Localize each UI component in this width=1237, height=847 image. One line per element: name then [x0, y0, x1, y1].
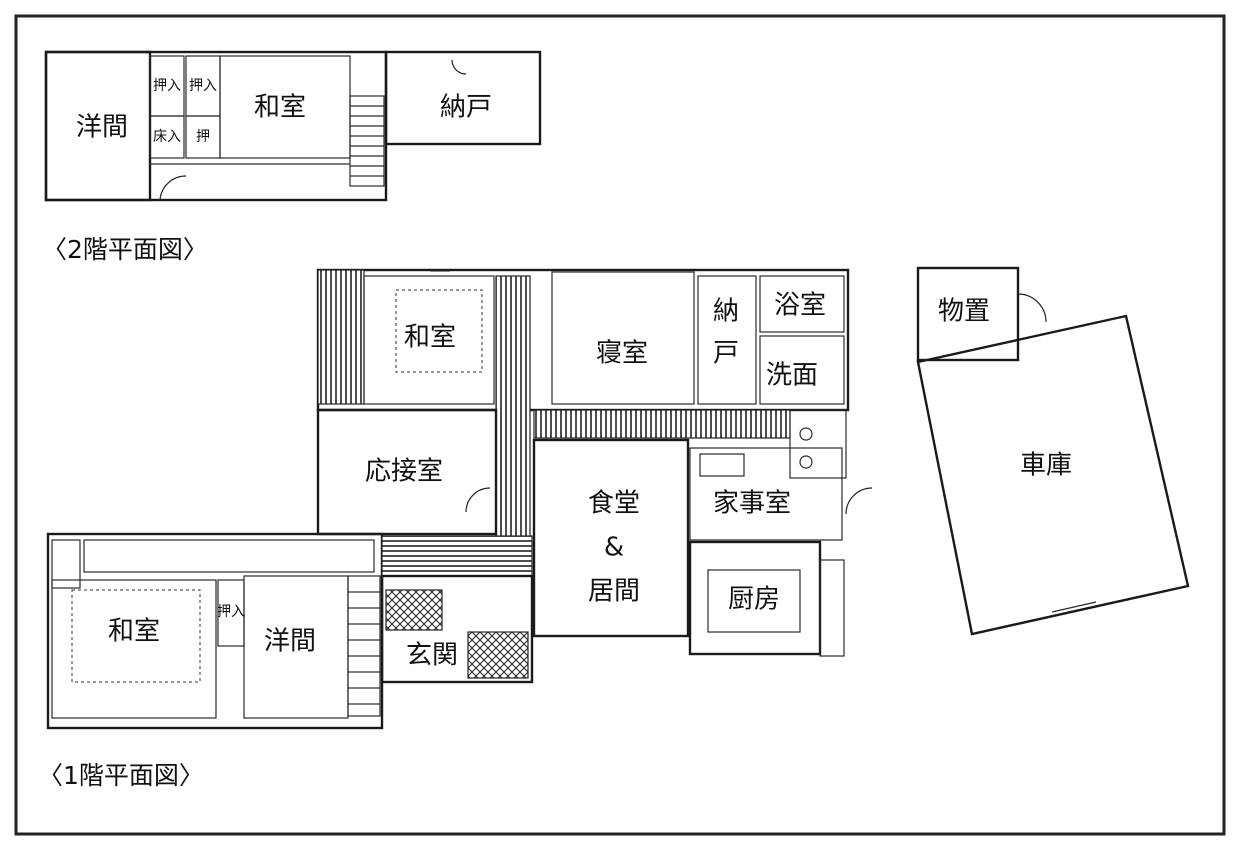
- room-2f-tokonoma: 床入: [153, 129, 181, 145]
- room-2f-yoma: 洋間: [76, 113, 128, 143]
- second-floor-plan: 洋間 和室 納戸 押入 押入 床入 押: [44, 50, 542, 202]
- room-1f-monooki: 物置: [938, 297, 990, 327]
- stairs-1f: [347, 575, 381, 717]
- second-floor-caption: 〈2階平面図〉: [42, 235, 208, 264]
- dimension-note-north: ───: [429, 265, 450, 278]
- room-2f-closet: 押: [196, 129, 210, 145]
- first-floor-plan: ─── 和室 寝室 納 戸 浴室 洗面 物置 車庫 応接室 食堂 & 居間 家事…: [46, 265, 1190, 730]
- stairs-2f: [349, 95, 385, 187]
- room-1f-osetsushitsu: 応接室: [365, 457, 443, 487]
- room-2f-nando: 納戸: [440, 93, 492, 123]
- room-1f-ima: 居間: [588, 577, 640, 607]
- room-1f-ampersand: &: [604, 533, 624, 563]
- room-1f-washitsu-south: 和室: [108, 617, 160, 647]
- room-1f-nando-bottom: 戸: [713, 339, 739, 369]
- room-1f-shako: 車庫: [1020, 451, 1072, 481]
- room-1f-yokushitsu: 浴室: [774, 291, 826, 321]
- page-frame: [14, 14, 1226, 836]
- room-1f-yoma: 洋間: [264, 627, 316, 657]
- room-1f-chubo: 厨房: [728, 585, 780, 615]
- room-2f-washitsu: 和室: [254, 93, 306, 123]
- room-1f-shinshitsu: 寝室: [596, 339, 648, 369]
- room-1f-nando-top: 納: [713, 297, 739, 327]
- room-2f-oshiire-a: 押入: [153, 78, 181, 94]
- room-1f-oshiire: 押入: [217, 604, 245, 620]
- room-1f-senmen: 洗面: [766, 361, 818, 391]
- room-1f-shokudo: 食堂: [588, 489, 640, 519]
- first-floor-caption: 〈1階平面図〉: [38, 761, 204, 790]
- room-1f-washitsu-north: 和室: [404, 323, 456, 353]
- room-1f-genkan: 玄関: [406, 641, 458, 671]
- room-1f-kajishitsu: 家事室: [713, 489, 791, 519]
- room-2f-oshiire-b: 押入: [189, 78, 217, 94]
